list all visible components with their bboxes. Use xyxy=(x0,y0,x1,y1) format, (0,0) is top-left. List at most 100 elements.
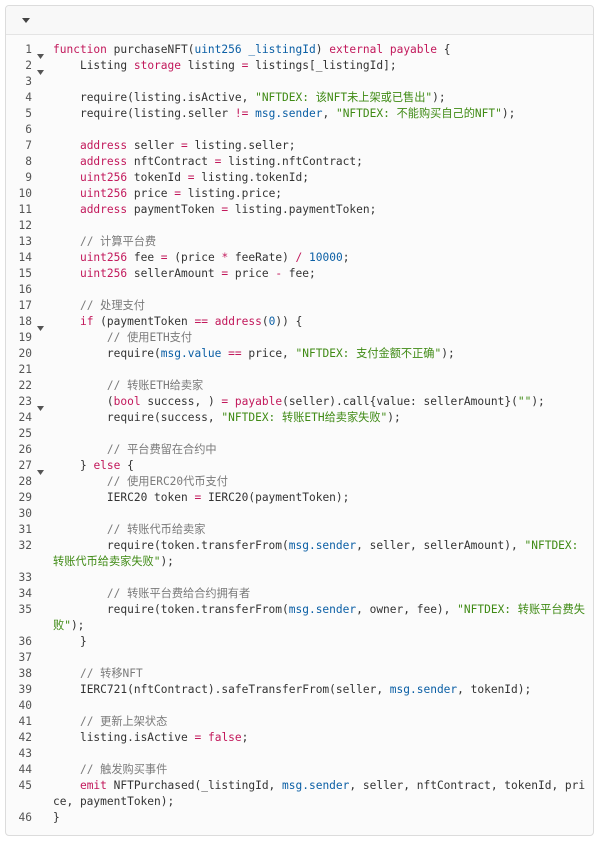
code-token: msg.sender xyxy=(288,539,357,552)
code-token: , seller, nftContract, tokenId, price, p… xyxy=(53,779,586,808)
line-number: 45 xyxy=(18,779,32,792)
code-token: = xyxy=(187,171,195,184)
code-token: // 使用ERC20代币支付 xyxy=(53,475,228,488)
code-token: listing.nftContract; xyxy=(221,155,363,168)
code-token: // 处理支付 xyxy=(53,299,145,312)
line-number: 41 xyxy=(18,715,32,728)
line-number: 31 xyxy=(18,523,32,536)
code-token: uint256 xyxy=(79,267,128,280)
fold-chevron-icon[interactable] xyxy=(37,400,44,411)
code-token: = xyxy=(221,267,229,280)
code-token: , tokenId); xyxy=(457,683,532,696)
code-token: bool xyxy=(113,395,141,408)
line-number: 20 xyxy=(18,347,32,360)
code-token: ); xyxy=(387,411,401,424)
code-line: 26 // 平台费留在合约中 xyxy=(6,442,593,458)
code-text: } xyxy=(53,810,587,826)
code-token: // 平台费留在合约中 xyxy=(53,443,217,456)
code-line: 41 // 更新上架状态 xyxy=(6,714,593,730)
code-token: "NFTDEX: 转账代币给卖家失败" xyxy=(53,539,586,568)
code-token: 10000 xyxy=(309,251,343,264)
code-token: price, xyxy=(241,347,296,360)
code-token: ( xyxy=(53,395,114,408)
code-token: = xyxy=(221,203,229,216)
code-text: address nftContract = listing.nftContrac… xyxy=(53,154,587,170)
code-token xyxy=(53,203,80,216)
code-token: } xyxy=(53,459,94,472)
code-line: 45 emit NFTPurchased(_listingId, msg.sen… xyxy=(6,778,593,810)
code-token: "" xyxy=(517,395,532,408)
code-token: Listing xyxy=(53,59,134,72)
code-text: require(msg.value == price, "NFTDEX: 支付金… xyxy=(53,346,587,362)
code-token: false xyxy=(207,731,242,744)
code-line: 36 } xyxy=(6,634,593,650)
code-token xyxy=(53,315,80,328)
code-token: NFTPurchased(_listingId, xyxy=(106,779,283,792)
code-token: require(success, xyxy=(53,411,222,424)
code-block-header xyxy=(6,6,593,35)
code-token: // 计算平台费 xyxy=(53,235,157,248)
line-number: 27 xyxy=(18,459,32,472)
line-number: 8 xyxy=(25,155,32,168)
code-text: IERC721(nftContract).safeTransferFrom(se… xyxy=(53,682,587,698)
code-line: 17 // 处理支付 xyxy=(6,298,593,314)
line-number: 32 xyxy=(18,539,32,552)
line-number: 33 xyxy=(18,571,32,584)
fold-chevron-icon[interactable] xyxy=(37,48,44,59)
code-token: "NFTDEX: 不能购买自己的NFT" xyxy=(335,107,502,120)
code-token xyxy=(53,779,80,792)
line-number: 43 xyxy=(18,747,32,760)
code-token: listing.price; xyxy=(181,187,283,200)
code-line: 24 require(success, "NFTDEX: 转账ETH给卖家失败"… xyxy=(6,410,593,426)
fold-chevron-icon[interactable] xyxy=(37,64,44,75)
code-line: 46} xyxy=(6,810,593,826)
code-line: 43 xyxy=(6,746,593,762)
fold-chevron-icon[interactable] xyxy=(37,464,44,475)
line-number: 15 xyxy=(18,267,32,280)
code-token: sellerAmount xyxy=(127,267,222,280)
code-token: != xyxy=(234,107,249,120)
code-token xyxy=(53,171,80,184)
code-text: function purchaseNFT(uint256 _listingId)… xyxy=(53,42,587,58)
code-token: paymentToken xyxy=(127,203,222,216)
code-token: (seller).call{value: sellerAmount}( xyxy=(282,395,518,408)
line-number: 25 xyxy=(18,427,32,440)
code-line: 10 uint256 price = listing.price; xyxy=(6,186,593,202)
code-token: // 转移NFT xyxy=(53,667,143,680)
line-number: 21 xyxy=(18,363,32,376)
fold-chevron-icon[interactable] xyxy=(37,320,44,331)
code-text: // 更新上架状态 xyxy=(53,714,587,730)
code-text: // 转账ETH给卖家 xyxy=(53,378,587,394)
code-token: listing.paymentToken; xyxy=(228,203,377,216)
line-number: 3 xyxy=(25,75,32,88)
code-token: = xyxy=(160,251,168,264)
code-token: // 转账ETH给卖家 xyxy=(53,379,204,392)
code-token: msg.value xyxy=(160,347,222,360)
code-token: = xyxy=(194,491,202,504)
code-line: 3 xyxy=(6,74,593,90)
code-token: function xyxy=(53,43,107,56)
code-text: // 使用ETH支付 xyxy=(53,330,587,346)
line-number: 17 xyxy=(18,299,32,312)
line-number: 16 xyxy=(18,283,32,296)
line-number: 38 xyxy=(18,667,32,680)
code-token: ); xyxy=(70,619,85,632)
chevron-down-icon[interactable] xyxy=(20,14,32,26)
code-token: ); xyxy=(531,395,545,408)
code-line: 18 if (paymentToken == address(0)) { xyxy=(6,314,593,331)
code-token xyxy=(53,251,80,264)
code-line: 19 // 使用ETH支付 xyxy=(6,330,593,346)
code-token: // 使用ETH支付 xyxy=(53,331,193,344)
code-token: == xyxy=(228,347,242,360)
code-token xyxy=(228,395,235,408)
line-number: 46 xyxy=(18,811,32,824)
code-token: require(token.transferFrom( xyxy=(53,539,289,552)
code-token: = xyxy=(181,139,188,152)
code-text: require(token.transferFrom(msg.sender, s… xyxy=(53,538,587,570)
code-text: address paymentToken = listing.paymentTo… xyxy=(53,202,587,218)
code-token: "NFTDEX: 转账ETH给卖家失败" xyxy=(221,411,388,424)
code-line: 9 uint256 tokenId = listing.tokenId; xyxy=(6,170,593,186)
code-token xyxy=(201,731,208,744)
